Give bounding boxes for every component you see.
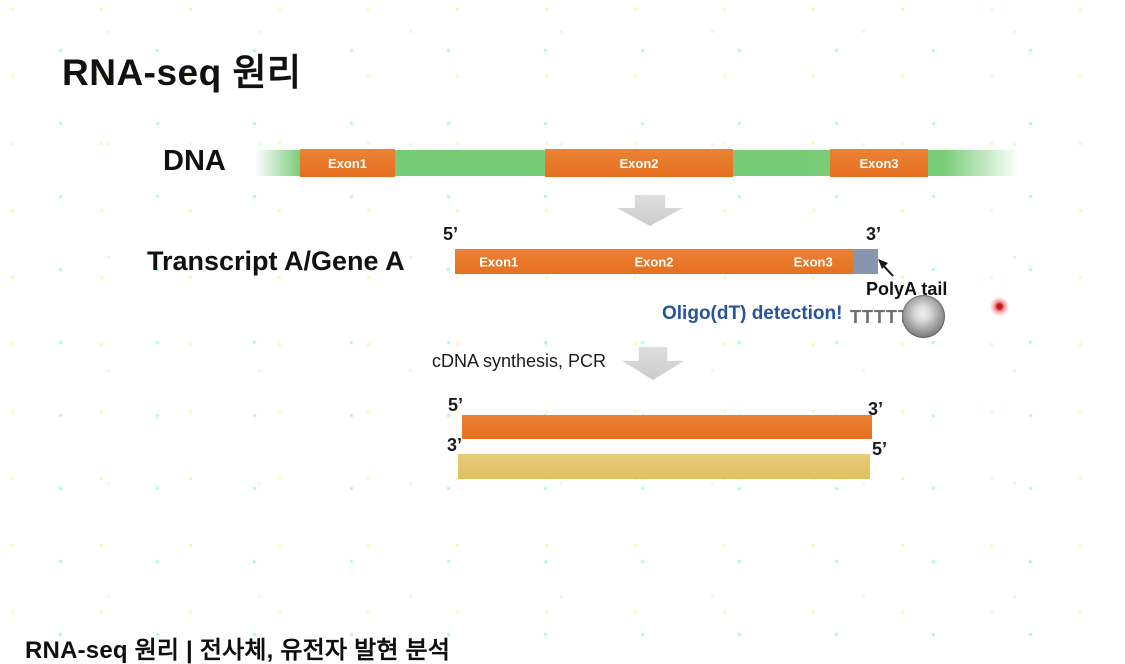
polya-tail-label: PolyA tail: [866, 279, 948, 299]
pointer-arrow-icon: [878, 259, 894, 277]
cdna-step-label: cDNA synthesis, PCR: [432, 351, 607, 371]
dna-exon2-label: Exon2: [619, 155, 659, 171]
oligo-dt-note: Oligo(dT) detection!: [662, 303, 843, 324]
transcript-label: Transcript A/Gene A: [147, 246, 405, 276]
dna-exon3-label: Exon3: [859, 155, 899, 171]
transcript-bar: Exon1 Exon2 Exon3: [455, 249, 878, 274]
cdna-antisense-three-prime-label: 3’: [447, 435, 463, 455]
dna-exon1-block: Exon1: [300, 149, 395, 177]
video-title-caption: RNA-seq 원리 | 전사체, 유전자 발현 분석: [25, 637, 451, 664]
cdna-antisense-five-prime-label: 5’: [872, 439, 888, 459]
transcript-exon2-label: Exon2: [634, 254, 674, 269]
dna-exon2-block: Exon2: [545, 149, 733, 177]
dna-bar: Exon1 Exon2 Exon3: [255, 149, 1020, 177]
transcript-five-prime-label: 5’: [443, 224, 459, 244]
page-title: RNA-seq 원리: [62, 52, 302, 93]
cdna-sense-three-prime-label: 3’: [868, 399, 884, 419]
transcript-three-prime-label: 3’: [866, 224, 882, 244]
polya-tail-block: [853, 249, 878, 274]
polyt-sequence: TTTTT: [850, 307, 910, 327]
transcript-exon-region: Exon1 Exon2 Exon3: [455, 249, 853, 274]
dna-label: DNA: [163, 145, 226, 177]
cdna-sense-five-prime-label: 5’: [448, 395, 464, 415]
dna-exon3-block: Exon3: [830, 149, 928, 177]
dna-exon1-label: Exon1: [327, 155, 367, 171]
laser-pointer-dot: [990, 297, 1009, 316]
cdna-sense-strand-bar: [462, 415, 872, 439]
bead-sphere-icon: [902, 295, 945, 338]
cdna-antisense-strand-bar: [458, 454, 870, 479]
down-arrow-icon: [622, 347, 684, 380]
transcript-exon1-label: Exon1: [479, 254, 519, 269]
transcript-exon3-label: Exon3: [793, 254, 833, 269]
down-arrow-icon: [617, 195, 683, 226]
